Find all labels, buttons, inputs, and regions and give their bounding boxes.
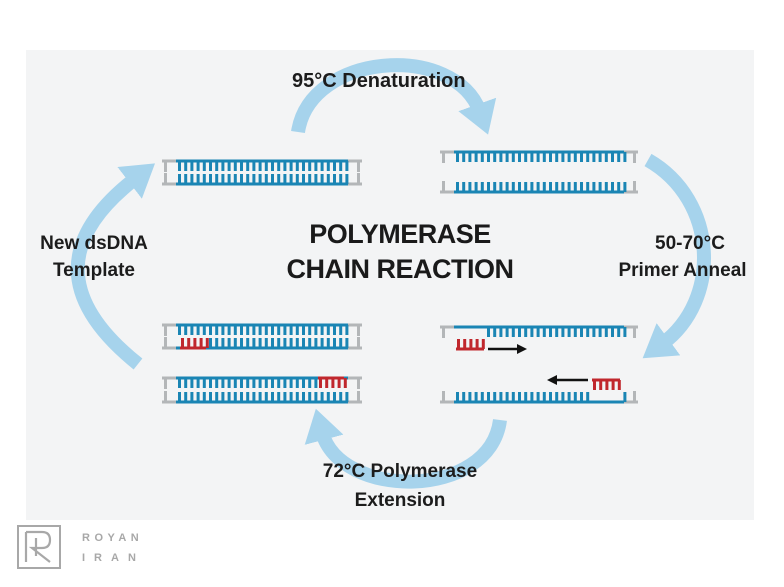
title-line-2: CHAIN REACTION bbox=[286, 254, 515, 284]
dna-anneal-strand-1 bbox=[440, 325, 638, 338]
diagram-panel bbox=[26, 50, 754, 520]
primer-product-2 bbox=[318, 376, 347, 388]
arrow-new-template bbox=[70, 163, 156, 370]
royan-logo: ROYAN IRAN bbox=[16, 524, 139, 575]
dna-product-2-top bbox=[162, 376, 362, 389]
dna-product-1-bottom bbox=[162, 337, 362, 350]
arrow-primer-anneal bbox=[642, 153, 711, 359]
dna-double-bottom-strand bbox=[162, 173, 362, 186]
logo-mark-icon bbox=[17, 525, 61, 569]
anneal-label-line2: Primer Anneal bbox=[618, 260, 747, 281]
diagram-title: POLYMERASE CHAIN REACTION bbox=[250, 217, 550, 287]
template-label-line2: Template bbox=[52, 260, 135, 281]
primer-forward bbox=[456, 339, 485, 351]
denaturation-label: 95°C Denaturation bbox=[292, 70, 466, 92]
extension-label-line1: 72°C Polymerase bbox=[322, 461, 478, 482]
title-line-1: POLYMERASE bbox=[309, 219, 491, 249]
anneal-label-line1: 50-70°C bbox=[655, 233, 725, 254]
dna-double-top-strand bbox=[162, 159, 362, 172]
template-label-line1: New dsDNA bbox=[40, 233, 148, 254]
primer-reverse bbox=[592, 378, 621, 390]
dna-anneal-strand-2 bbox=[440, 391, 638, 404]
arrow-denaturation bbox=[291, 58, 497, 135]
arrow-extension bbox=[304, 408, 507, 489]
dna-single-strand-2 bbox=[440, 181, 638, 194]
logo-text-royan: ROYAN bbox=[82, 532, 144, 544]
primer-product-1 bbox=[180, 338, 209, 350]
logo-text-iran: IRAN bbox=[82, 552, 145, 564]
extension-label-line2: Extension bbox=[354, 490, 446, 511]
dna-product-2-bottom bbox=[162, 391, 362, 404]
dna-product-1-top bbox=[162, 323, 362, 336]
dna-single-strand-1 bbox=[440, 150, 638, 163]
